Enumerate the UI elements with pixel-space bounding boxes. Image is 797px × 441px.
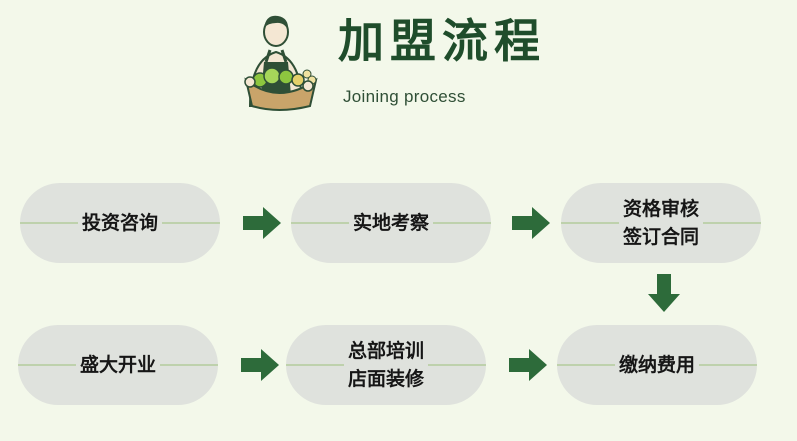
- step-label: 盛大开业: [75, 351, 160, 379]
- step-investment-consult: 投资咨询: [20, 183, 220, 263]
- step-site-inspection: 实地考察: [291, 183, 491, 263]
- step-label: 投资咨询: [77, 209, 162, 237]
- step-qualification-review: 资格审核 签订合同: [561, 183, 761, 263]
- step-label: 缴纳费用: [614, 351, 699, 379]
- step-grand-opening: 盛大开业: [18, 325, 218, 405]
- arrow-left-icon: [241, 349, 279, 381]
- arrow-right-icon: [243, 207, 281, 239]
- step-training-decoration: 总部培训 店面装修: [286, 325, 486, 405]
- step-pay-fees: 缴纳费用: [557, 325, 757, 405]
- header: 加盟流程 Joining process: [0, 0, 797, 130]
- arrow-left-icon: [509, 349, 547, 381]
- farmer-logo-icon: [244, 15, 318, 111]
- arrow-down-icon: [648, 274, 680, 312]
- page-title: 加盟流程: [338, 14, 546, 68]
- arrow-right-icon: [512, 207, 550, 239]
- step-label: 总部培训 店面装修: [343, 337, 428, 393]
- page-subtitle: Joining process: [343, 87, 466, 106]
- step-label: 实地考察: [348, 209, 433, 237]
- step-label: 资格审核 签订合同: [618, 195, 703, 251]
